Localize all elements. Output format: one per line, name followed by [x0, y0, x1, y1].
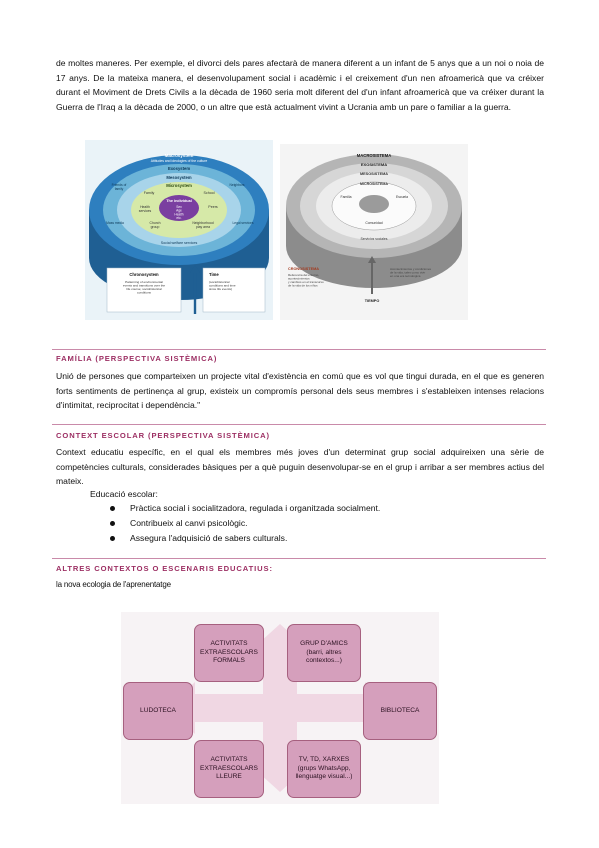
bullet-icon: [110, 535, 115, 541]
neighbors-label: Neighbors: [229, 183, 244, 187]
macrosystem-label: Macrosystem: [165, 153, 194, 158]
time-label: TIEMPO: [365, 299, 380, 303]
intro-paragraph: de moltes maneres. Per exemple, el divor…: [56, 58, 544, 112]
ecological-model-gray-diagram: MACROSISTEMA EXOSISTEMA MESOSISTEMA MICR…: [280, 144, 468, 320]
box-grup-amics: GRUP D'AMICS (barri, altres contextos...…: [287, 624, 361, 682]
four-way-arrow-icon: [167, 624, 393, 792]
nova-ecologia-subtitle: la nova ecologia de l'aprenentatge: [56, 580, 171, 589]
context-escolar-definition: Context educatiu específic, en el qual e…: [56, 447, 544, 487]
individual-label: The individual: [166, 199, 192, 203]
chrono-title: CRONOSISTEMA: [288, 267, 319, 271]
exosystem-label: Exosystem: [168, 166, 190, 171]
time-title: Time: [209, 272, 219, 277]
educacio-escolar-subheading: Educació escolar:: [90, 489, 158, 499]
bullet-icon: [110, 506, 115, 511]
box-tv-xarxes: TV, TD, XARXES (grups WhatsApp, llenguat…: [287, 740, 361, 798]
individual-center: [159, 195, 199, 221]
time-arrow-head: [368, 256, 376, 263]
exo-label: EXOSISTEMA: [361, 162, 387, 167]
peers-label: Peers: [208, 205, 218, 209]
family-label: Family: [144, 191, 155, 195]
microsystem-label: Microsystem: [166, 183, 192, 188]
familia-definition: Unió de persones que comparteixen un pro…: [56, 371, 544, 411]
macro-sub-label: Attitudes and ideologies of the culture: [151, 159, 208, 163]
nova-ecologia-diagram: ACTIVITATS EXTRAESCOLARS FORMALS GRUP D'…: [121, 612, 439, 804]
meso-label: MESOSISTEMA: [360, 172, 388, 176]
box-biblioteca: BIBLIOTECA: [363, 682, 437, 740]
box-extraescolars-formals: ACTIVITATS EXTRAESCOLARS FORMALS: [194, 624, 264, 682]
section-divider: [52, 558, 546, 559]
time-panel: [202, 267, 266, 313]
box-ludoteca: LUDOTECA: [123, 682, 193, 740]
section-title-context-escolar: CONTEXT ESCOLAR (PERSPECTIVA SISTÈMICA): [56, 431, 270, 440]
mesosystem-label: Mesosystem: [166, 175, 191, 180]
community-label: Comunidad: [365, 221, 382, 225]
time-arrow-head: [190, 265, 200, 273]
box-extraescolars-lleure: ACTIVITATS EXTRAESCOLARS LLEURE: [194, 740, 264, 798]
family-label: Familia: [341, 195, 352, 199]
mass-media-label: Mass media: [106, 221, 124, 225]
ecological-model-color-diagram: Macrosystem Attitudes and ideologies of …: [85, 140, 273, 320]
list-item: Pràctica social i socialitzadora, regula…: [110, 501, 380, 516]
section-title-familia: FAMÍLIA (PERSPECTIVA SISTÈMICA): [56, 354, 218, 363]
legal-label: Legal services: [232, 221, 253, 225]
section-title-altres-contextos: ALTRES CONTEXTOS O ESCENARIS EDUCATIUS:: [56, 564, 273, 573]
educacio-escolar-list: Pràctica social i socialitzadora, regula…: [110, 501, 380, 545]
list-item: Assegura l'adquisició de sabers cultural…: [110, 531, 380, 546]
list-item: Contribueix al canvi psicològic.: [110, 516, 380, 531]
school-label: Escuela: [396, 195, 408, 199]
section-divider: [52, 349, 546, 350]
cross-arrows: [167, 624, 393, 792]
section-divider: [52, 424, 546, 425]
chronosystem-panel: [106, 267, 182, 313]
chronosystem-title: Chronosystem: [129, 272, 159, 277]
services-label: Servicios sociales: [361, 237, 388, 241]
bullet-icon: [110, 520, 115, 526]
center-child: [359, 195, 389, 213]
macro-label: MACROSISTEMA: [357, 153, 391, 158]
micro-label: MICROSISTEMA: [360, 182, 388, 186]
school-label: School: [204, 191, 215, 195]
social-welfare-label: Social welfare services: [161, 241, 198, 245]
